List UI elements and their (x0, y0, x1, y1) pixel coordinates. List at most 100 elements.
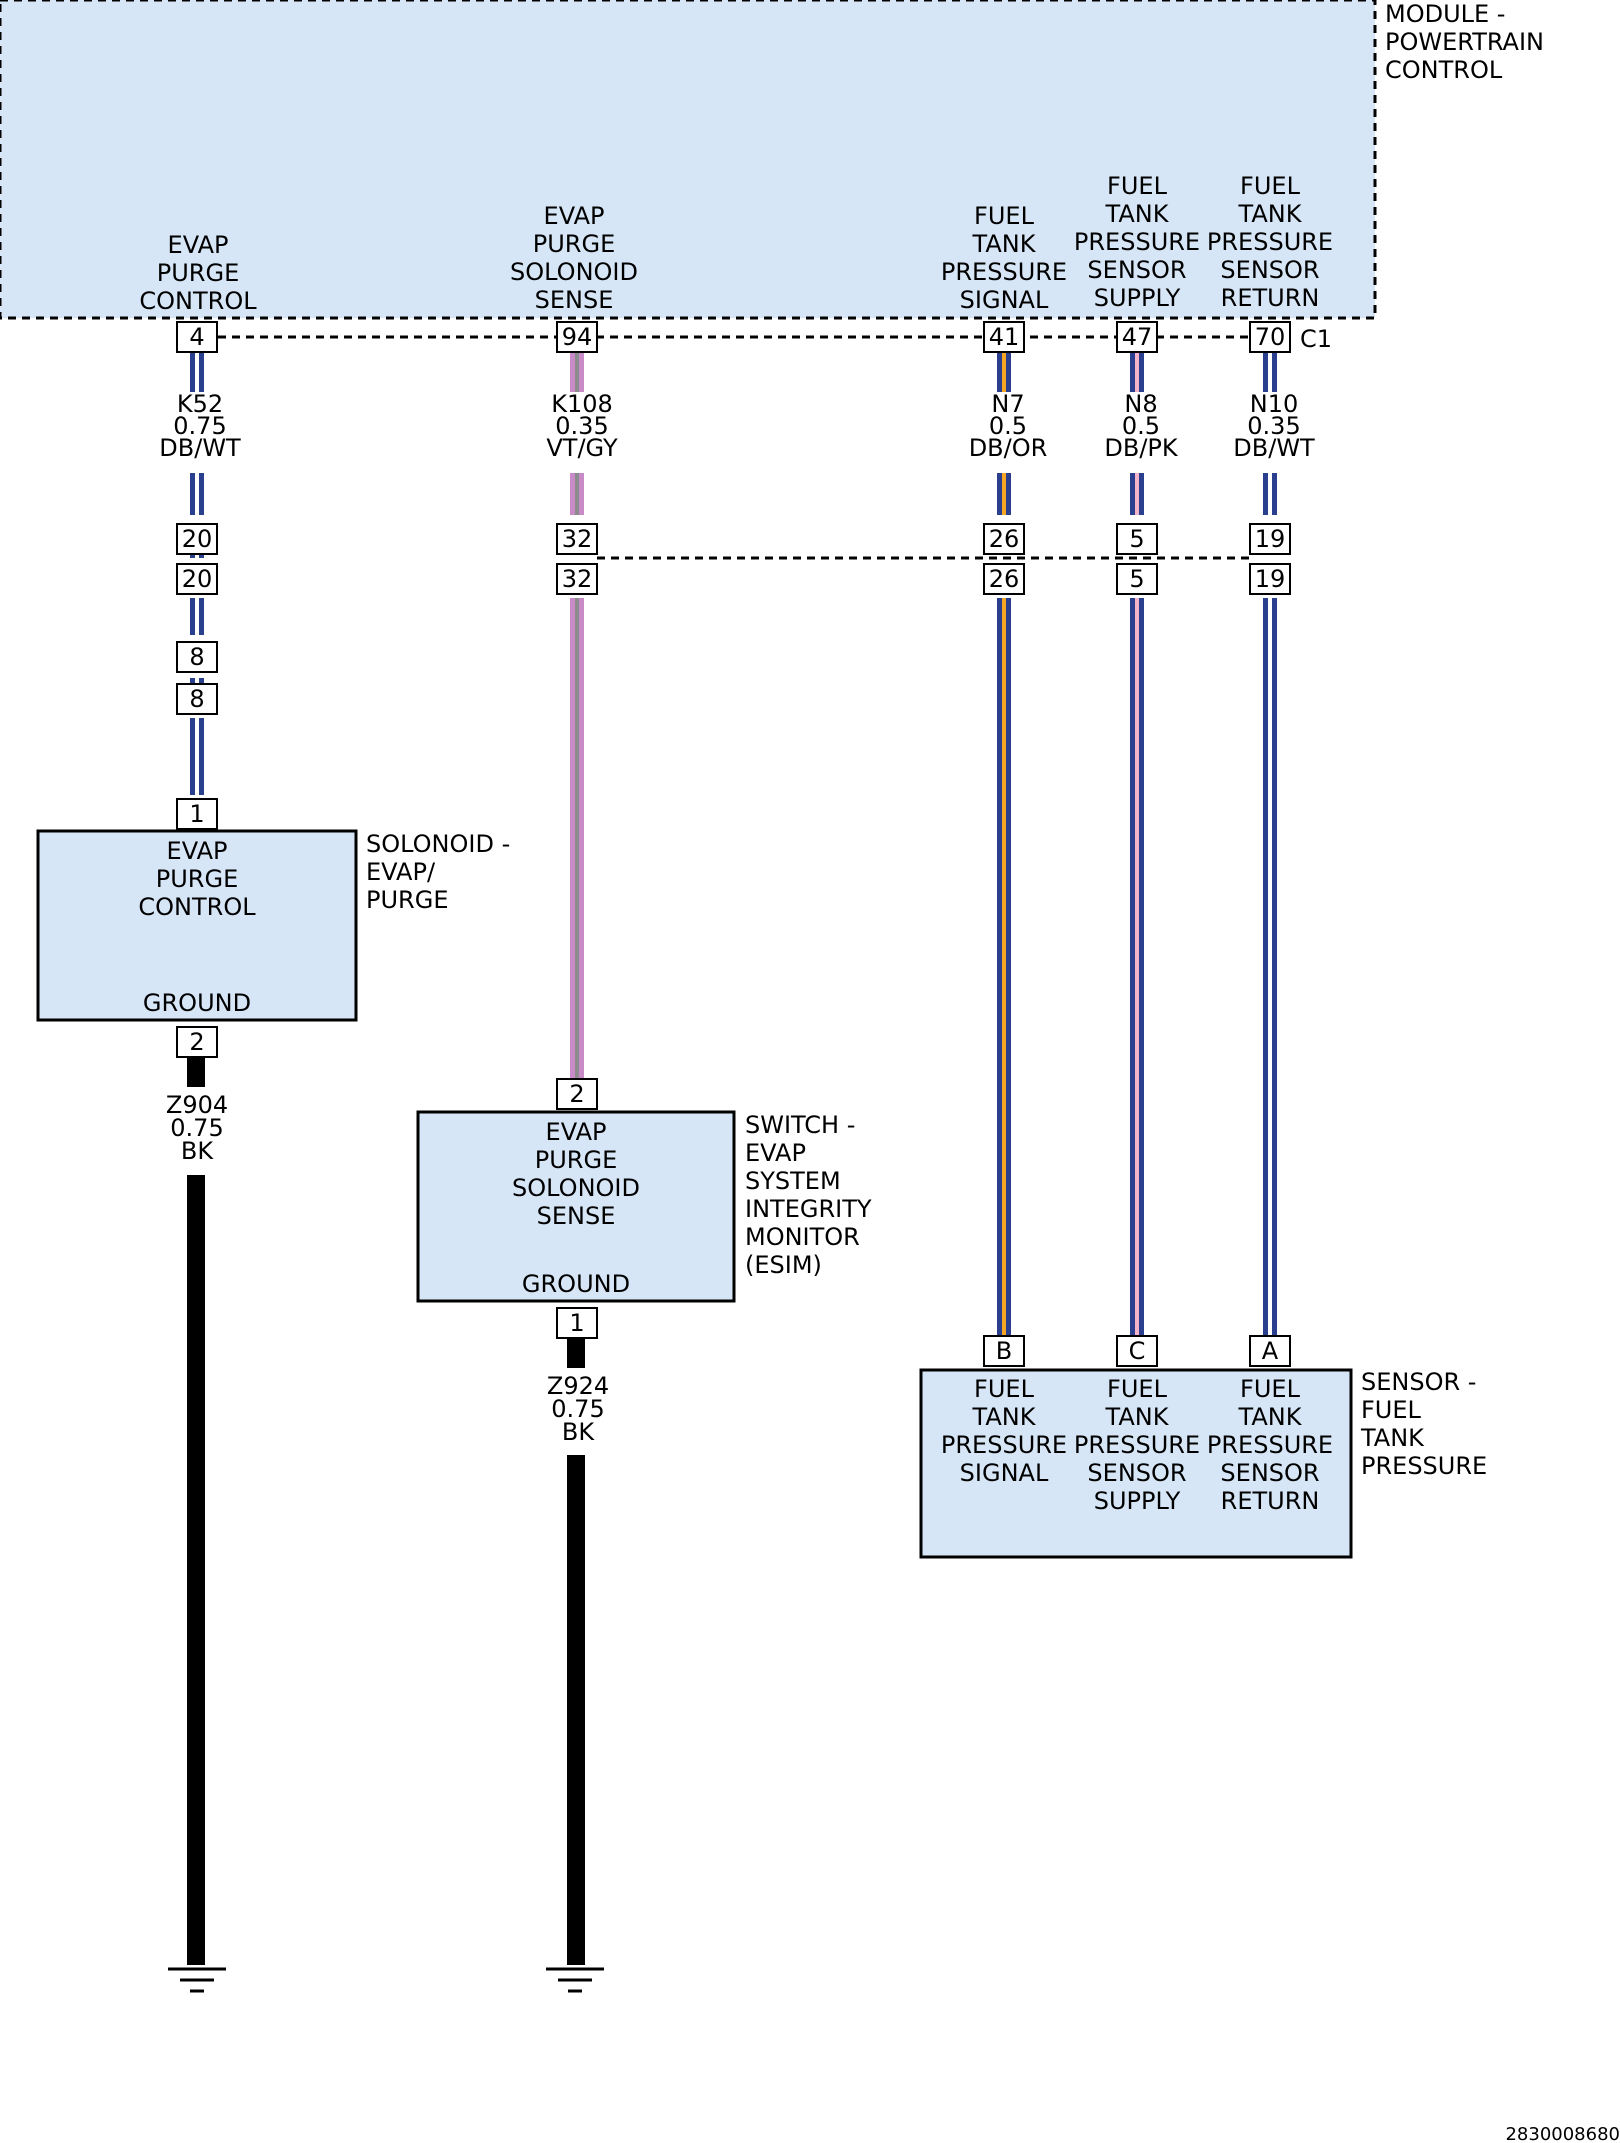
module-circuit-2-line-4: SENSE (535, 286, 614, 314)
sensor-pin-a-label-1: FUEL (1240, 1375, 1301, 1403)
module-name-line-1: MODULE - (1385, 0, 1505, 28)
inline-1-lower-pin-n10-label: 19 (1255, 565, 1286, 593)
module-circuit-4-line-5: SUPPLY (1094, 284, 1181, 312)
module-circuit-1-line-2: PURGE (157, 259, 239, 287)
module-circuit-4-line-2: TANK (1105, 200, 1170, 228)
wire-k52-color: DB/WT (159, 434, 241, 462)
inline-1-upper-pin-n10-label: 19 (1255, 525, 1286, 553)
inline-1-lower-pin-k108-box (556, 563, 598, 595)
switch-pin-out-label: 1 (569, 1309, 584, 1337)
sensor-pin-a-label-5: RETURN (1221, 1487, 1320, 1515)
switch-label-line-1: EVAP (546, 1118, 607, 1146)
sensor-name-line-2: FUEL (1361, 1396, 1422, 1424)
module-circuit-5-line-2: TANK (1238, 200, 1303, 228)
inline-1-upper-pin-k108-label: 32 (562, 525, 593, 553)
module-circuit-3-line-4: SIGNAL (960, 286, 1049, 314)
sensor-name-line-4: PRESSURE (1361, 1452, 1487, 1480)
ground-symbol-solenoid (168, 1967, 226, 1993)
wire-z904-segment-2 (187, 1175, 205, 1965)
inline-1-lower-pin-n7-box (983, 563, 1025, 595)
evap-purge-solenoid: EVAP PURGE CONTROL GROUND SOLONOID - EVA… (36, 829, 510, 1022)
module-circuit-2-line-3: SOLONOID (510, 258, 638, 286)
sensor-pin-a-label-4: SENSOR (1220, 1459, 1319, 1487)
sensor-pin-a-label-2: TANK (1238, 1403, 1303, 1431)
wire-n10-gauge: 0.35 (1247, 412, 1300, 440)
wire-n7-color: DB/OR (969, 434, 1048, 462)
switch-name-line-6: (ESIM) (745, 1251, 822, 1279)
inline-2-lower-pin-k52-label: 8 (189, 685, 204, 713)
wire-n7-gauge: 0.5 (989, 412, 1027, 440)
module-circuit-3-line-2: TANK (972, 230, 1037, 258)
inline-1-upper-pin-k52-label: 20 (182, 525, 213, 553)
wire-n7-segment-2-stripe (1002, 473, 1006, 515)
sensor-pin-c-label-2: TANK (1105, 1403, 1170, 1431)
inline-1-upper-pin-k52-box (176, 523, 218, 555)
inline-1-upper-pin-n8-label: 5 (1129, 525, 1144, 553)
sensor-pin-0-box (983, 1335, 1025, 1367)
solenoid-label-line-3: CONTROL (138, 893, 256, 921)
wire-k52-segment-6-stripe (195, 718, 199, 795)
solenoid-name-line-2: EVAP/ (366, 858, 436, 886)
wire-labels: K52 0.75 DB/WT K108 0.35 VT/GY N7 0.5 DB… (159, 390, 1315, 1446)
solenoid-name-line-3: PURGE (366, 886, 448, 914)
module-circuit-3-line-1: FUEL (974, 202, 1035, 230)
inline-1-lower-pin-n7-label: 26 (989, 565, 1020, 593)
wire-z924-code: Z924 (547, 1372, 609, 1400)
solenoid-name-line-1: SOLONOID - (366, 830, 510, 858)
wire-k52-segment-2-stripe (195, 473, 199, 515)
switch-name-line-3: SYSTEM (745, 1167, 841, 1195)
sensor-pin-1-label: C (1129, 1337, 1146, 1365)
wire-z924-segment-1 (567, 1336, 585, 1368)
wire-n10-segment-1-stripe (1268, 352, 1272, 392)
inline-2-lower-pin-k52-box (176, 683, 218, 715)
wire-k52-code: K52 (177, 390, 223, 418)
wire-k108-segment-1-stripe (575, 352, 579, 392)
inline-1-lower-pin-k52-label: 20 (182, 565, 213, 593)
inline-2-upper-pin-k52-box (176, 641, 218, 673)
connector-c1-label: C1 (1300, 325, 1332, 353)
module-pin-n10-box (1249, 321, 1291, 353)
switch-pin-out-box (556, 1307, 598, 1339)
solenoid-box (36, 829, 358, 1022)
wire-n8-code: N8 (1124, 390, 1157, 418)
inline-1-lower-pin-n8-label: 5 (1129, 565, 1144, 593)
module-pin-n7-label: 41 (989, 323, 1020, 351)
sensor-pin-b-label-1: FUEL (974, 1375, 1035, 1403)
module-circuit-1-line-3: CONTROL (139, 287, 257, 315)
wire-n10-segment-2-stripe (1268, 473, 1272, 515)
wire-n8-segment-3-stripe (1135, 598, 1139, 1335)
sensor-pin-2-box (1249, 1335, 1291, 1367)
wire-n8-gauge: 0.5 (1122, 412, 1160, 440)
inline-1-lower-pin-n10-box (1249, 563, 1291, 595)
powertrain-control-module: MODULE - POWERTRAIN CONTROL EVAP PURGE C… (0, 0, 1544, 320)
module-circuit-5-line-4: SENSOR (1220, 256, 1319, 284)
inline-1-lower-pin-k108-label: 32 (562, 565, 593, 593)
solenoid-label-line-1: EVAP (167, 837, 228, 865)
switch-label-line-2: PURGE (535, 1146, 617, 1174)
solenoid-ground-label: GROUND (143, 989, 251, 1017)
module-pin-n10-label: 70 (1255, 323, 1286, 351)
switch-name-line-1: SWITCH - (745, 1111, 855, 1139)
module-circuit-5-line-3: PRESSURE (1207, 228, 1333, 256)
sensor-name-line-3: TANK (1360, 1424, 1425, 1452)
wire-n10-color: DB/WT (1233, 434, 1315, 462)
sensor-pin-c-label-3: PRESSURE (1074, 1431, 1200, 1459)
inline-1-upper-pin-k108-box (556, 523, 598, 555)
module-pin-n8-box (1116, 321, 1158, 353)
module-circuit-2-line-2: PURGE (533, 230, 615, 258)
sensor-pin-c-label-5: SUPPLY (1094, 1487, 1181, 1515)
wire-k52-segment-4-stripe (195, 598, 199, 635)
inline-1-lower-pin-k52-box (176, 563, 218, 595)
module-circuit-5-line-1: FUEL (1240, 172, 1301, 200)
inline-1-upper-pin-n7-box (983, 523, 1025, 555)
module-pin-k52-box (176, 321, 218, 353)
wire-z924-segment-2 (567, 1455, 585, 1965)
module-name-line-3: CONTROL (1385, 56, 1503, 84)
module-circuit-1-line-1: EVAP (168, 231, 229, 259)
wire-z904-color: BK (181, 1137, 214, 1165)
module-circuit-4-line-4: SENSOR (1087, 256, 1186, 284)
wire-k108-segment-2-stripe (575, 473, 579, 515)
inline-1-upper-pin-n8-box (1116, 523, 1158, 555)
